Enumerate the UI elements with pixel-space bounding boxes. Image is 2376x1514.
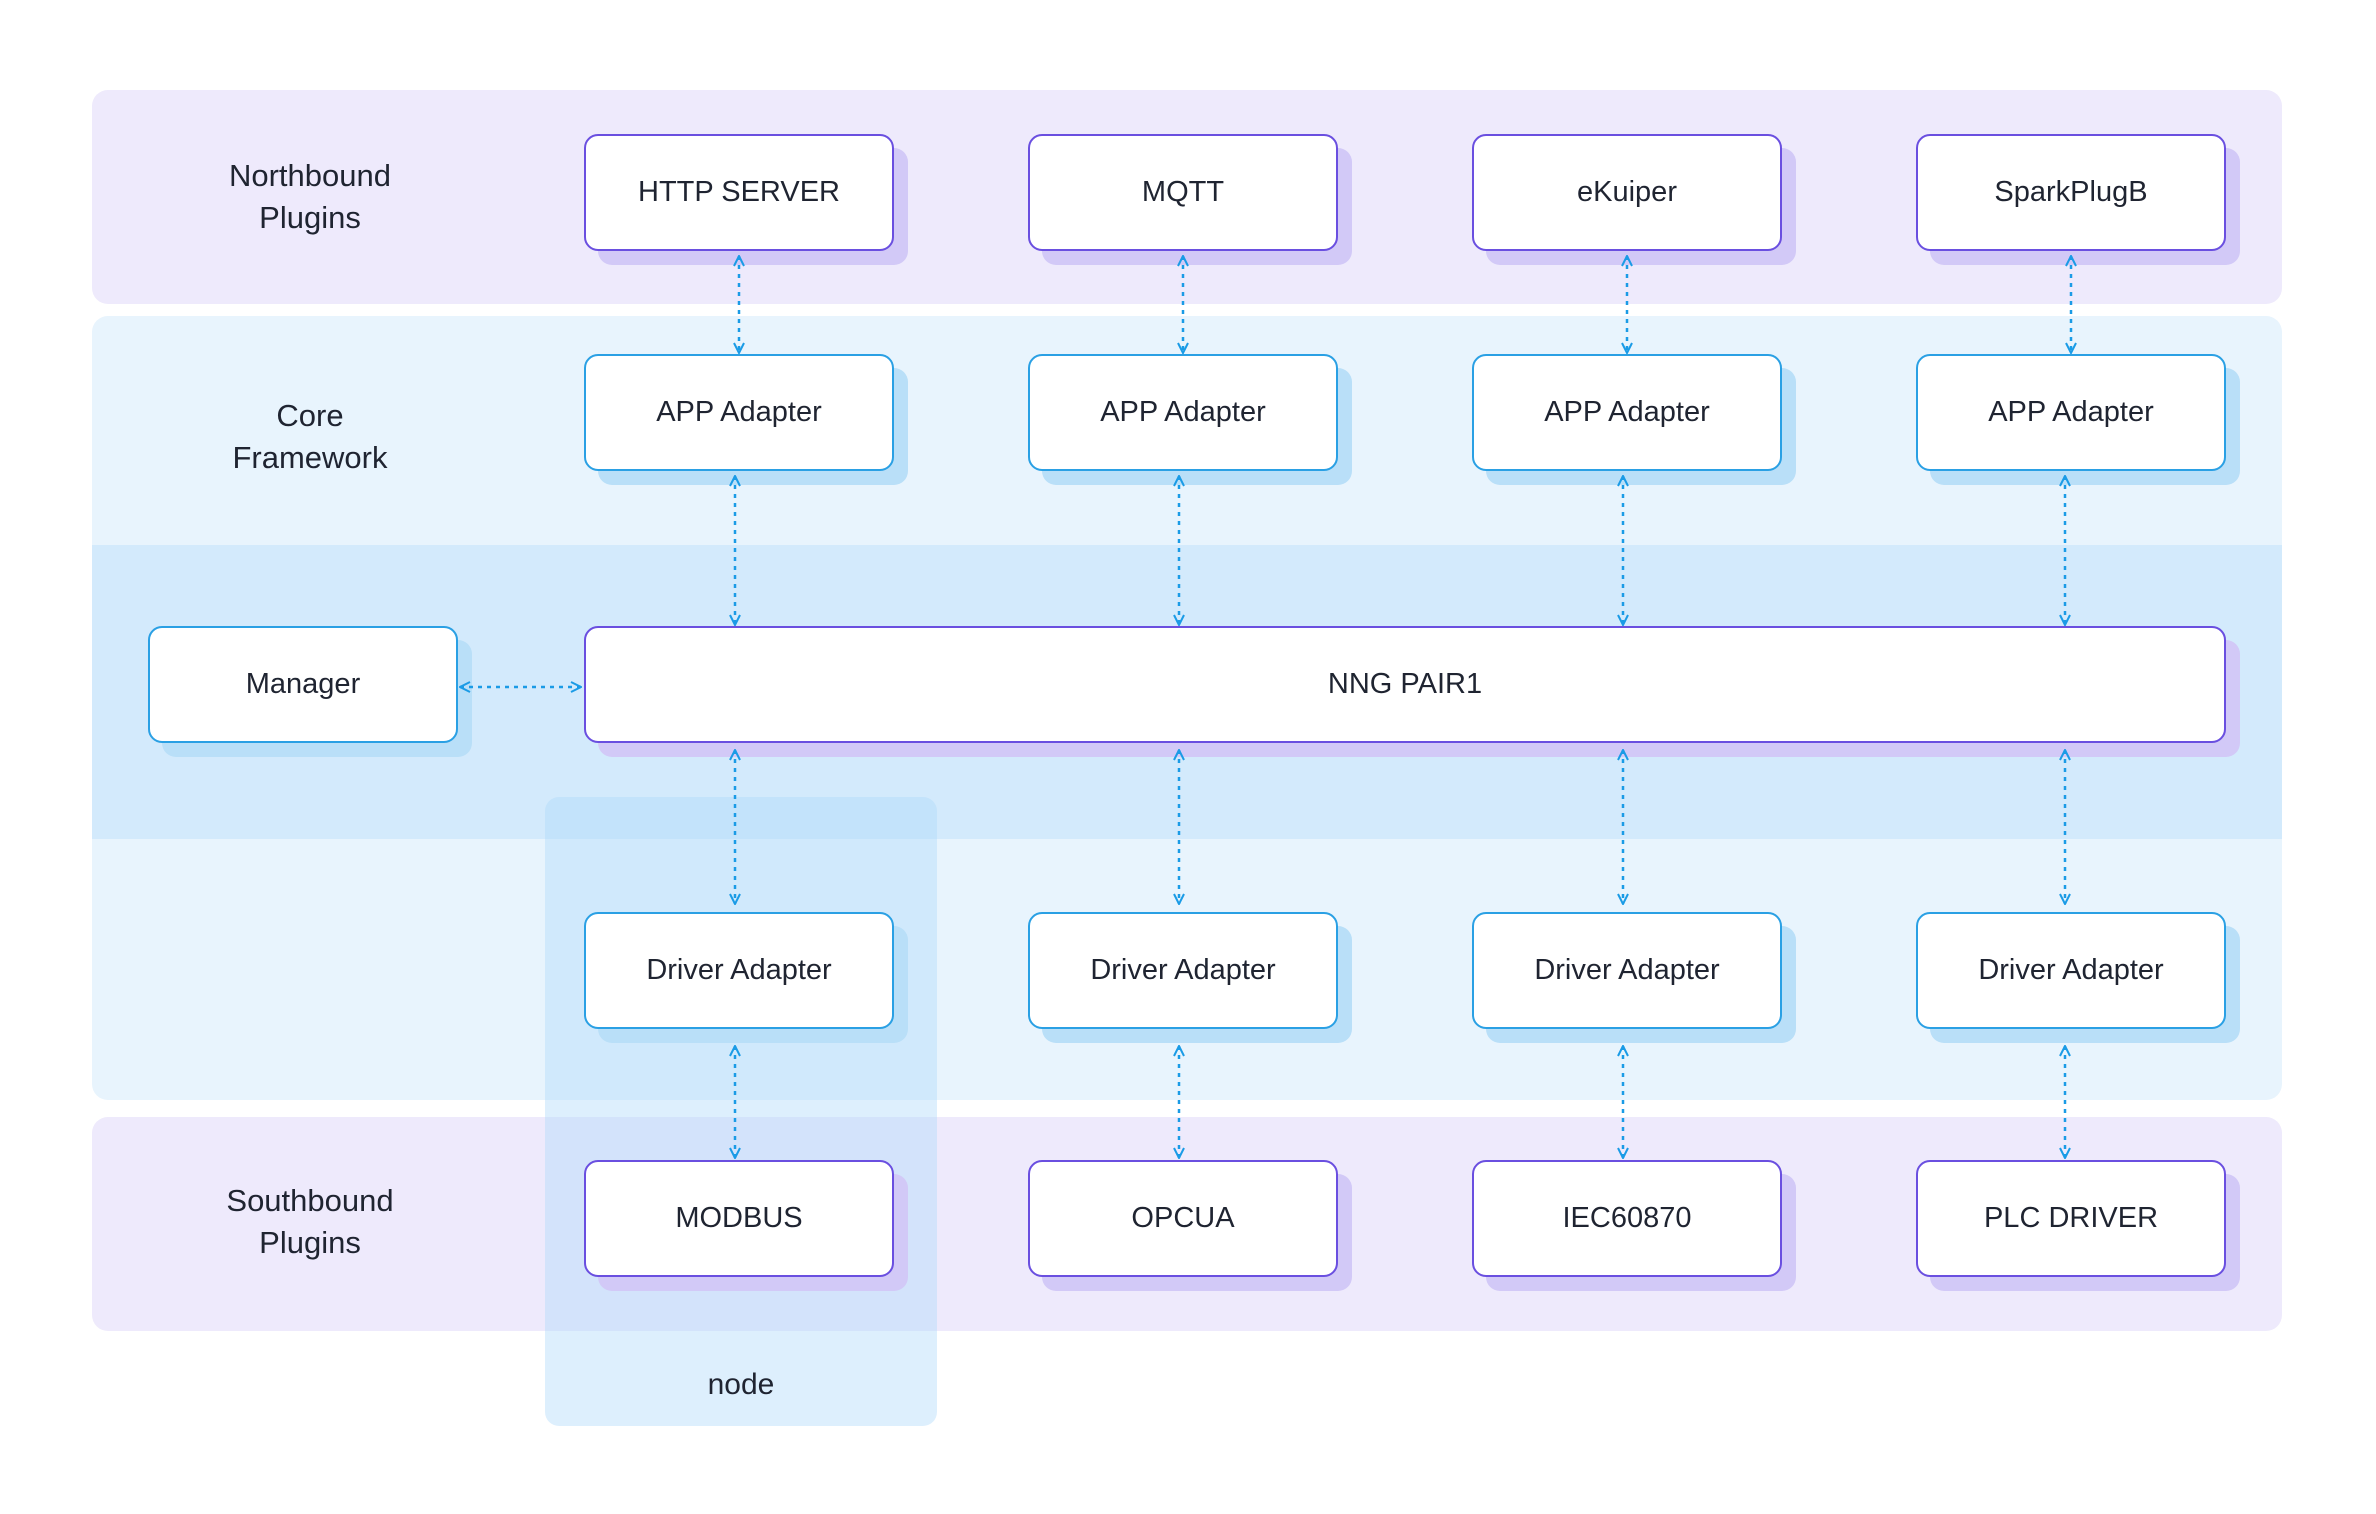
northbound-layer-label: Northbound Plugins	[170, 155, 450, 239]
node-highlight	[545, 797, 937, 1426]
plugin-ekuiper[interactable]: eKuiper	[1472, 134, 1782, 251]
nng-pair1-bus[interactable]: NNG PAIR1	[584, 626, 2226, 743]
plugin-sparkplugb[interactable]: SparkPlugB	[1916, 134, 2226, 251]
plugin-modbus[interactable]: MODBUS	[584, 1160, 894, 1277]
plugin-opcua[interactable]: OPCUA	[1028, 1160, 1338, 1277]
app-adapter[interactable]: APP Adapter	[1028, 354, 1338, 471]
southbound-label-line1: Southbound	[226, 1183, 394, 1218]
plugin-iec60870[interactable]: IEC60870	[1472, 1160, 1782, 1277]
core-label-line1: Core	[276, 398, 344, 433]
northbound-label-line2: Plugins	[259, 200, 361, 235]
app-adapter[interactable]: APP Adapter	[1916, 354, 2226, 471]
driver-adapter[interactable]: Driver Adapter	[1028, 912, 1338, 1029]
driver-adapter[interactable]: Driver Adapter	[584, 912, 894, 1029]
driver-adapter[interactable]: Driver Adapter	[1916, 912, 2226, 1029]
core-layer-label: Core Framework	[170, 395, 450, 479]
app-adapter[interactable]: APP Adapter	[1472, 354, 1782, 471]
plugin-plc-driver[interactable]: PLC DRIVER	[1916, 1160, 2226, 1277]
northbound-label-line1: Northbound	[228, 158, 391, 193]
southbound-label-line2: Plugins	[259, 1225, 361, 1260]
manager-box[interactable]: Manager	[148, 626, 458, 743]
app-adapter[interactable]: APP Adapter	[584, 354, 894, 471]
plugin-http-server[interactable]: HTTP SERVER	[584, 134, 894, 251]
node-label: node	[707, 1368, 775, 1401]
southbound-layer-label: Southbound Plugins	[170, 1180, 450, 1264]
plugin-mqtt[interactable]: MQTT	[1028, 134, 1338, 251]
driver-adapter[interactable]: Driver Adapter	[1472, 912, 1782, 1029]
core-label-line2: Framework	[232, 440, 388, 475]
